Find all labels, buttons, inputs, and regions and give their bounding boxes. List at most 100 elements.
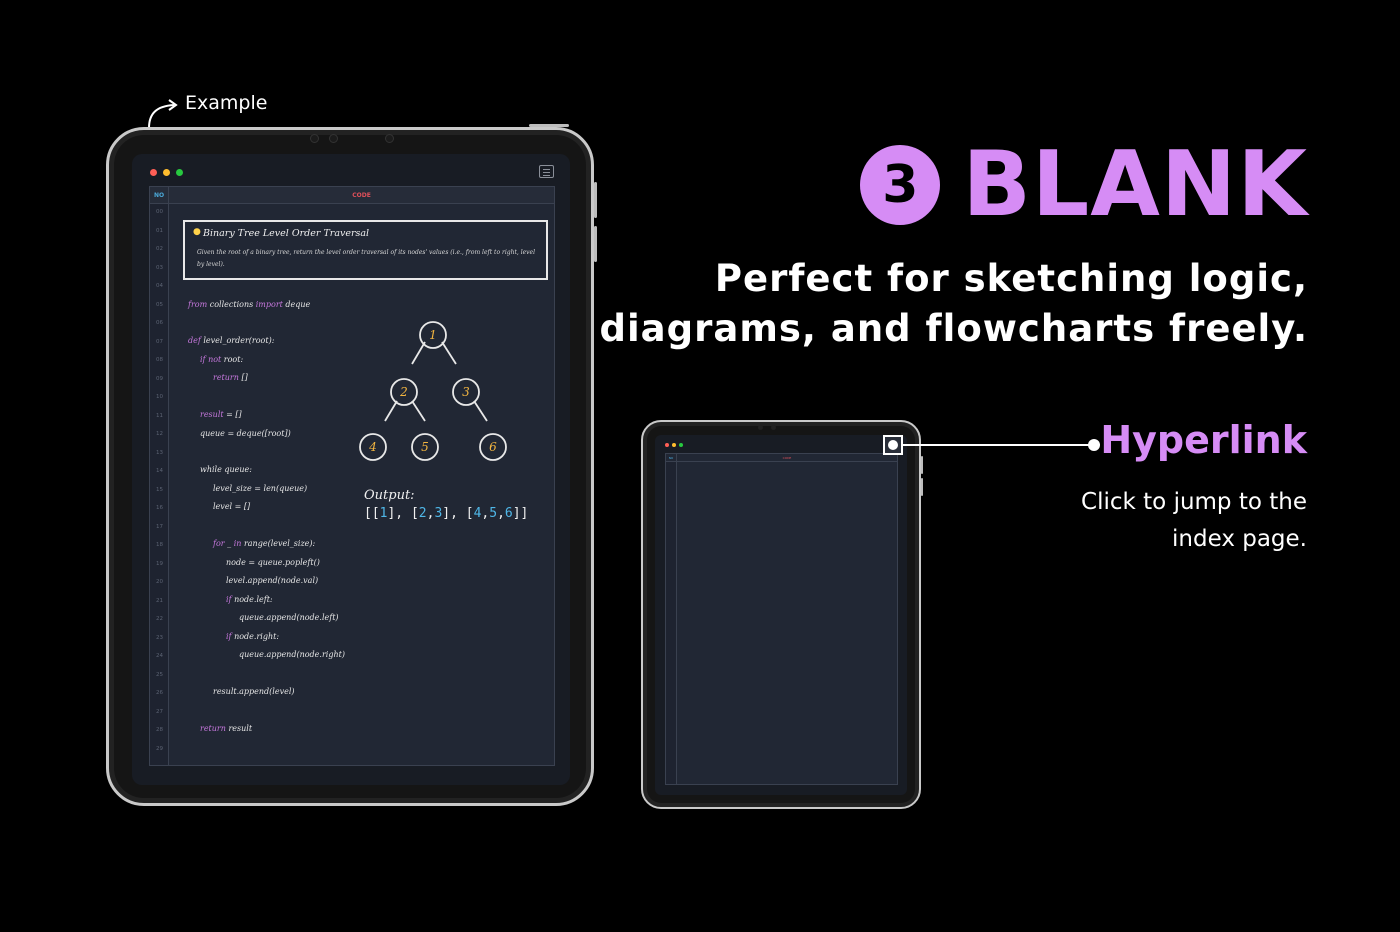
code-line: queue.append(node.left) bbox=[239, 613, 339, 622]
code-line: if node.left: bbox=[226, 595, 273, 604]
code-line: result.append(level) bbox=[213, 687, 295, 696]
tree-node-label: 5 bbox=[421, 440, 429, 454]
code-line: while queue: bbox=[200, 465, 252, 474]
line-number: 12 bbox=[156, 431, 163, 437]
tree-node bbox=[419, 321, 447, 349]
volume-button bbox=[594, 226, 597, 262]
volume-button bbox=[921, 478, 923, 496]
section-number-badge: 3 bbox=[860, 144, 941, 225]
window-controls bbox=[665, 443, 683, 447]
line-number: 15 bbox=[156, 486, 163, 493]
code-line: level_size = len(queue) bbox=[213, 484, 308, 493]
lightbulb-icon: ● bbox=[193, 227, 201, 237]
index-link-button[interactable] bbox=[883, 435, 903, 455]
line-number: 25 bbox=[156, 671, 163, 678]
line-number: 01 bbox=[156, 227, 163, 234]
headline: 3 BLANK bbox=[860, 132, 1308, 237]
line-number: 18 bbox=[156, 542, 163, 548]
hyperlink-title: Hyperlink bbox=[1100, 418, 1307, 462]
line-number: 23 bbox=[156, 634, 163, 641]
code-line: node = queue.popleft() bbox=[226, 558, 320, 567]
line-number: 13 bbox=[156, 449, 163, 456]
line-number: 21 bbox=[156, 597, 163, 604]
code-column-header: CODE bbox=[352, 192, 371, 199]
camera-icon bbox=[771, 425, 776, 430]
hyperlink-description: Click to jump to the index page. bbox=[1081, 489, 1307, 552]
line-number: 20 bbox=[156, 579, 163, 585]
tree-node-label: 2 bbox=[399, 385, 408, 399]
line-number: 09 bbox=[156, 375, 163, 382]
camera-icon bbox=[385, 134, 394, 143]
volume-button bbox=[921, 456, 923, 474]
line-number: 26 bbox=[156, 690, 163, 696]
tree-node bbox=[452, 378, 480, 406]
preview-tablet: NO CODE bbox=[641, 420, 923, 809]
code-line: queue.append(node.right) bbox=[239, 650, 345, 659]
output-value: [[1], [2,3], [4,5,6]] bbox=[364, 506, 529, 521]
line-number: 10 bbox=[156, 394, 163, 400]
curved-arrow-icon bbox=[148, 99, 178, 129]
no-column-header: NO bbox=[150, 187, 169, 204]
tree-node-label: 1 bbox=[429, 328, 437, 342]
line-number: 14 bbox=[156, 468, 163, 474]
line-number: 03 bbox=[156, 264, 163, 271]
binary-tree-sketch: 1 2 3 4 5 6 bbox=[359, 321, 507, 461]
close-dot-icon[interactable] bbox=[150, 169, 157, 176]
section-title: BLANK bbox=[962, 132, 1308, 237]
line-number-column bbox=[666, 462, 677, 784]
close-dot-icon[interactable] bbox=[665, 443, 669, 447]
problem-box: ● Binary Tree Level Order Traversal Give… bbox=[183, 220, 548, 280]
problem-title: Binary Tree Level Order Traversal bbox=[203, 228, 370, 239]
tree-node-label: 3 bbox=[462, 385, 470, 399]
power-button bbox=[529, 124, 569, 127]
code-line: for _ in range(level_size): bbox=[213, 539, 316, 548]
tree-node-label: 4 bbox=[368, 440, 377, 454]
line-number: 28 bbox=[156, 727, 163, 733]
output-label: Output: bbox=[364, 488, 415, 503]
line-number: 24 bbox=[156, 653, 163, 659]
grid-header: NO CODE bbox=[666, 454, 897, 462]
tree-node bbox=[390, 378, 418, 406]
line-number: 11 bbox=[156, 412, 163, 419]
section-subtitle: Perfect for sketching logic, diagrams, a… bbox=[599, 257, 1308, 350]
tablet-screen: NO CODE bbox=[655, 435, 907, 795]
camera-icon bbox=[758, 425, 763, 430]
line-number: 05 bbox=[156, 301, 163, 308]
volume-button bbox=[594, 182, 597, 218]
example-label: Example bbox=[185, 92, 268, 114]
no-column-header: NO bbox=[666, 454, 677, 462]
code-line: level = [] bbox=[213, 502, 251, 511]
line-number: 02 bbox=[156, 246, 163, 252]
minimize-dot-icon[interactable] bbox=[672, 443, 676, 447]
line-number: 04 bbox=[156, 283, 163, 289]
tree-node-label: 6 bbox=[489, 440, 497, 454]
window-controls bbox=[150, 169, 183, 176]
minimize-dot-icon[interactable] bbox=[163, 169, 170, 176]
menu-icon[interactable] bbox=[539, 165, 554, 178]
line-number: 17 bbox=[156, 523, 163, 530]
camera-icon bbox=[329, 134, 338, 143]
line-number: 08 bbox=[156, 357, 163, 363]
maximize-dot-icon[interactable] bbox=[679, 443, 683, 447]
code-line: return result bbox=[200, 724, 253, 733]
line-number: 27 bbox=[156, 708, 163, 715]
code-line: return [] bbox=[213, 373, 248, 382]
code-column-header: CODE bbox=[782, 456, 792, 460]
code-line: if node.right: bbox=[226, 632, 280, 641]
callout-dot bbox=[1088, 439, 1100, 451]
circle-icon bbox=[888, 440, 898, 450]
tree-node bbox=[411, 433, 439, 461]
grid-header: NO CODE bbox=[150, 187, 554, 204]
camera-icon bbox=[310, 134, 319, 143]
code-line: if not root: bbox=[200, 355, 244, 364]
line-number: 19 bbox=[156, 560, 163, 567]
line-number: 07 bbox=[156, 338, 163, 345]
line-number: 22 bbox=[156, 616, 163, 622]
maximize-dot-icon[interactable] bbox=[176, 169, 183, 176]
line-number: 00 bbox=[156, 209, 163, 215]
code-line: from collections import deque bbox=[188, 300, 311, 309]
problem-description: Given the root of a binary tree, return … bbox=[197, 249, 536, 268]
